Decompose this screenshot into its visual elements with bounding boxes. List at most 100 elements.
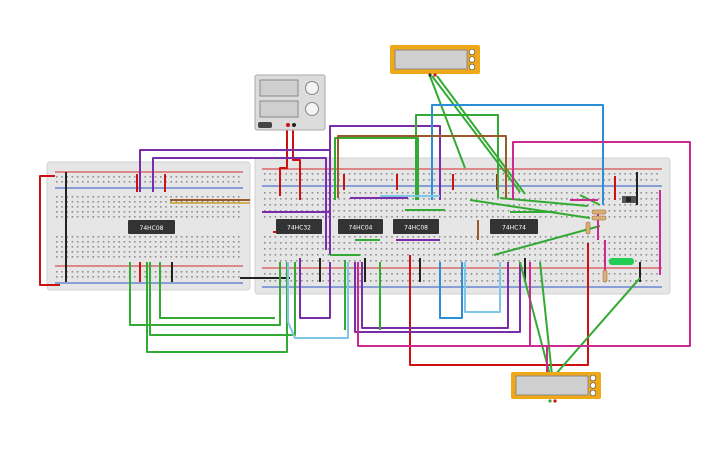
lcd-knob-icon[interactable]	[589, 382, 597, 389]
breadboard-hole[interactable]	[534, 254, 536, 256]
breadboard-hole[interactable]	[82, 276, 84, 278]
breadboard-hole[interactable]	[170, 176, 172, 178]
breadboard-hole[interactable]	[306, 236, 308, 238]
breadboard-hole[interactable]	[539, 254, 542, 256]
breadboard-hole[interactable]	[613, 204, 616, 206]
breadboard-hole[interactable]	[97, 176, 100, 178]
breadboard-hole[interactable]	[56, 201, 58, 203]
breadboard-hole[interactable]	[123, 241, 126, 243]
breadboard-hole[interactable]	[624, 273, 626, 275]
breadboard-hole[interactable]	[97, 241, 100, 243]
breadboard-hole[interactable]	[343, 236, 346, 238]
breadboard-hole[interactable]	[385, 236, 388, 238]
breadboard-hole[interactable]	[645, 192, 648, 194]
breadboard-hole[interactable]	[348, 273, 351, 275]
breadboard-hole[interactable]	[217, 271, 219, 273]
breadboard-hole[interactable]	[375, 192, 377, 194]
breadboard-hole[interactable]	[656, 210, 658, 212]
breadboard-hole[interactable]	[160, 206, 162, 208]
breadboard-hole[interactable]	[175, 216, 178, 218]
breadboard-hole[interactable]	[222, 236, 224, 238]
breadboard-hole[interactable]	[180, 211, 183, 213]
breadboard-hole[interactable]	[375, 210, 377, 212]
breadboard-hole[interactable]	[227, 201, 230, 203]
breadboard-hole[interactable]	[149, 251, 152, 253]
breadboard-hole[interactable]	[317, 173, 319, 175]
breadboard-hole[interactable]	[301, 248, 303, 250]
breadboard-hole[interactable]	[619, 204, 621, 206]
breadboard-hole[interactable]	[502, 280, 505, 282]
breadboard-hole[interactable]	[290, 179, 293, 181]
breadboard-hole[interactable]	[311, 260, 314, 262]
breadboard-hole[interactable]	[592, 192, 595, 194]
breadboard-hole[interactable]	[238, 251, 240, 253]
breadboard-hole[interactable]	[102, 251, 105, 253]
breadboard-hole[interactable]	[322, 204, 324, 206]
breadboard-hole[interactable]	[497, 216, 499, 218]
breadboard-hole[interactable]	[587, 204, 589, 206]
breadboard-hole[interactable]	[391, 248, 393, 250]
breadboard-hole[interactable]	[82, 176, 84, 178]
breadboard-hole[interactable]	[645, 248, 648, 250]
breadboard-hole[interactable]	[338, 280, 340, 282]
breadboard-hole[interactable]	[359, 242, 361, 244]
breadboard-hole[interactable]	[491, 204, 494, 206]
breadboard-hole[interactable]	[56, 271, 58, 273]
breadboard-hole[interactable]	[264, 179, 266, 181]
breadboard-hole[interactable]	[217, 181, 219, 183]
breadboard-hole[interactable]	[139, 236, 141, 238]
breadboard-hole[interactable]	[191, 181, 193, 183]
breadboard-hole[interactable]	[311, 248, 314, 250]
breadboard-hole[interactable]	[290, 210, 293, 212]
breadboard-hole[interactable]	[290, 254, 293, 256]
breadboard-hole[interactable]	[102, 236, 105, 238]
breadboard-hole[interactable]	[576, 248, 579, 250]
breadboard-hole[interactable]	[385, 179, 388, 181]
breadboard-hole[interactable]	[206, 216, 209, 218]
breadboard-hole[interactable]	[196, 256, 198, 258]
breadboard-hole[interactable]	[56, 236, 58, 238]
breadboard-hole[interactable]	[327, 260, 330, 262]
breadboard-hole[interactable]	[354, 192, 356, 194]
breadboard-hole[interactable]	[391, 280, 393, 282]
breadboard-hole[interactable]	[71, 211, 74, 213]
breadboard-hole[interactable]	[82, 216, 84, 218]
breadboard-hole[interactable]	[327, 236, 330, 238]
breadboard-hole[interactable]	[128, 216, 131, 218]
breadboard-hole[interactable]	[587, 192, 589, 194]
breadboard-hole[interactable]	[264, 242, 266, 244]
breadboard-hole[interactable]	[380, 192, 383, 194]
breadboard-hole[interactable]	[656, 216, 658, 218]
breadboard-hole[interactable]	[534, 179, 536, 181]
breadboard-hole[interactable]	[555, 179, 558, 181]
breadboard-hole[interactable]	[544, 173, 547, 175]
breadboard-hole[interactable]	[76, 246, 79, 248]
breadboard-hole[interactable]	[629, 273, 632, 275]
breadboard-hole[interactable]	[311, 273, 314, 275]
breadboard-hole[interactable]	[566, 192, 568, 194]
breadboard-hole[interactable]	[401, 236, 404, 238]
breadboard-hole[interactable]	[149, 181, 152, 183]
breadboard-hole[interactable]	[76, 176, 79, 178]
breadboard-hole[interactable]	[502, 179, 505, 181]
breadboard-hole[interactable]	[206, 276, 209, 278]
breadboard-hole[interactable]	[227, 251, 230, 253]
breadboard-hole[interactable]	[566, 216, 568, 218]
breadboard-hole[interactable]	[160, 256, 162, 258]
breadboard-hole[interactable]	[550, 242, 552, 244]
breadboard-hole[interactable]	[123, 196, 126, 198]
breadboard-hole[interactable]	[497, 198, 499, 200]
breadboard-hole[interactable]	[502, 248, 505, 250]
wire-green[interactable]	[129, 262, 281, 326]
breadboard-hole[interactable]	[359, 248, 361, 250]
breadboard-hole[interactable]	[417, 216, 420, 218]
breadboard-hole[interactable]	[332, 280, 335, 282]
breadboard-hole[interactable]	[544, 198, 547, 200]
breadboard-hole[interactable]	[391, 254, 393, 256]
breadboard-hole[interactable]	[401, 280, 404, 282]
breadboard-hole[interactable]	[534, 216, 536, 218]
breadboard-hole[interactable]	[460, 236, 462, 238]
wire-blue[interactable]	[431, 104, 604, 205]
breadboard-hole[interactable]	[317, 216, 319, 218]
breadboard-hole[interactable]	[301, 179, 303, 181]
